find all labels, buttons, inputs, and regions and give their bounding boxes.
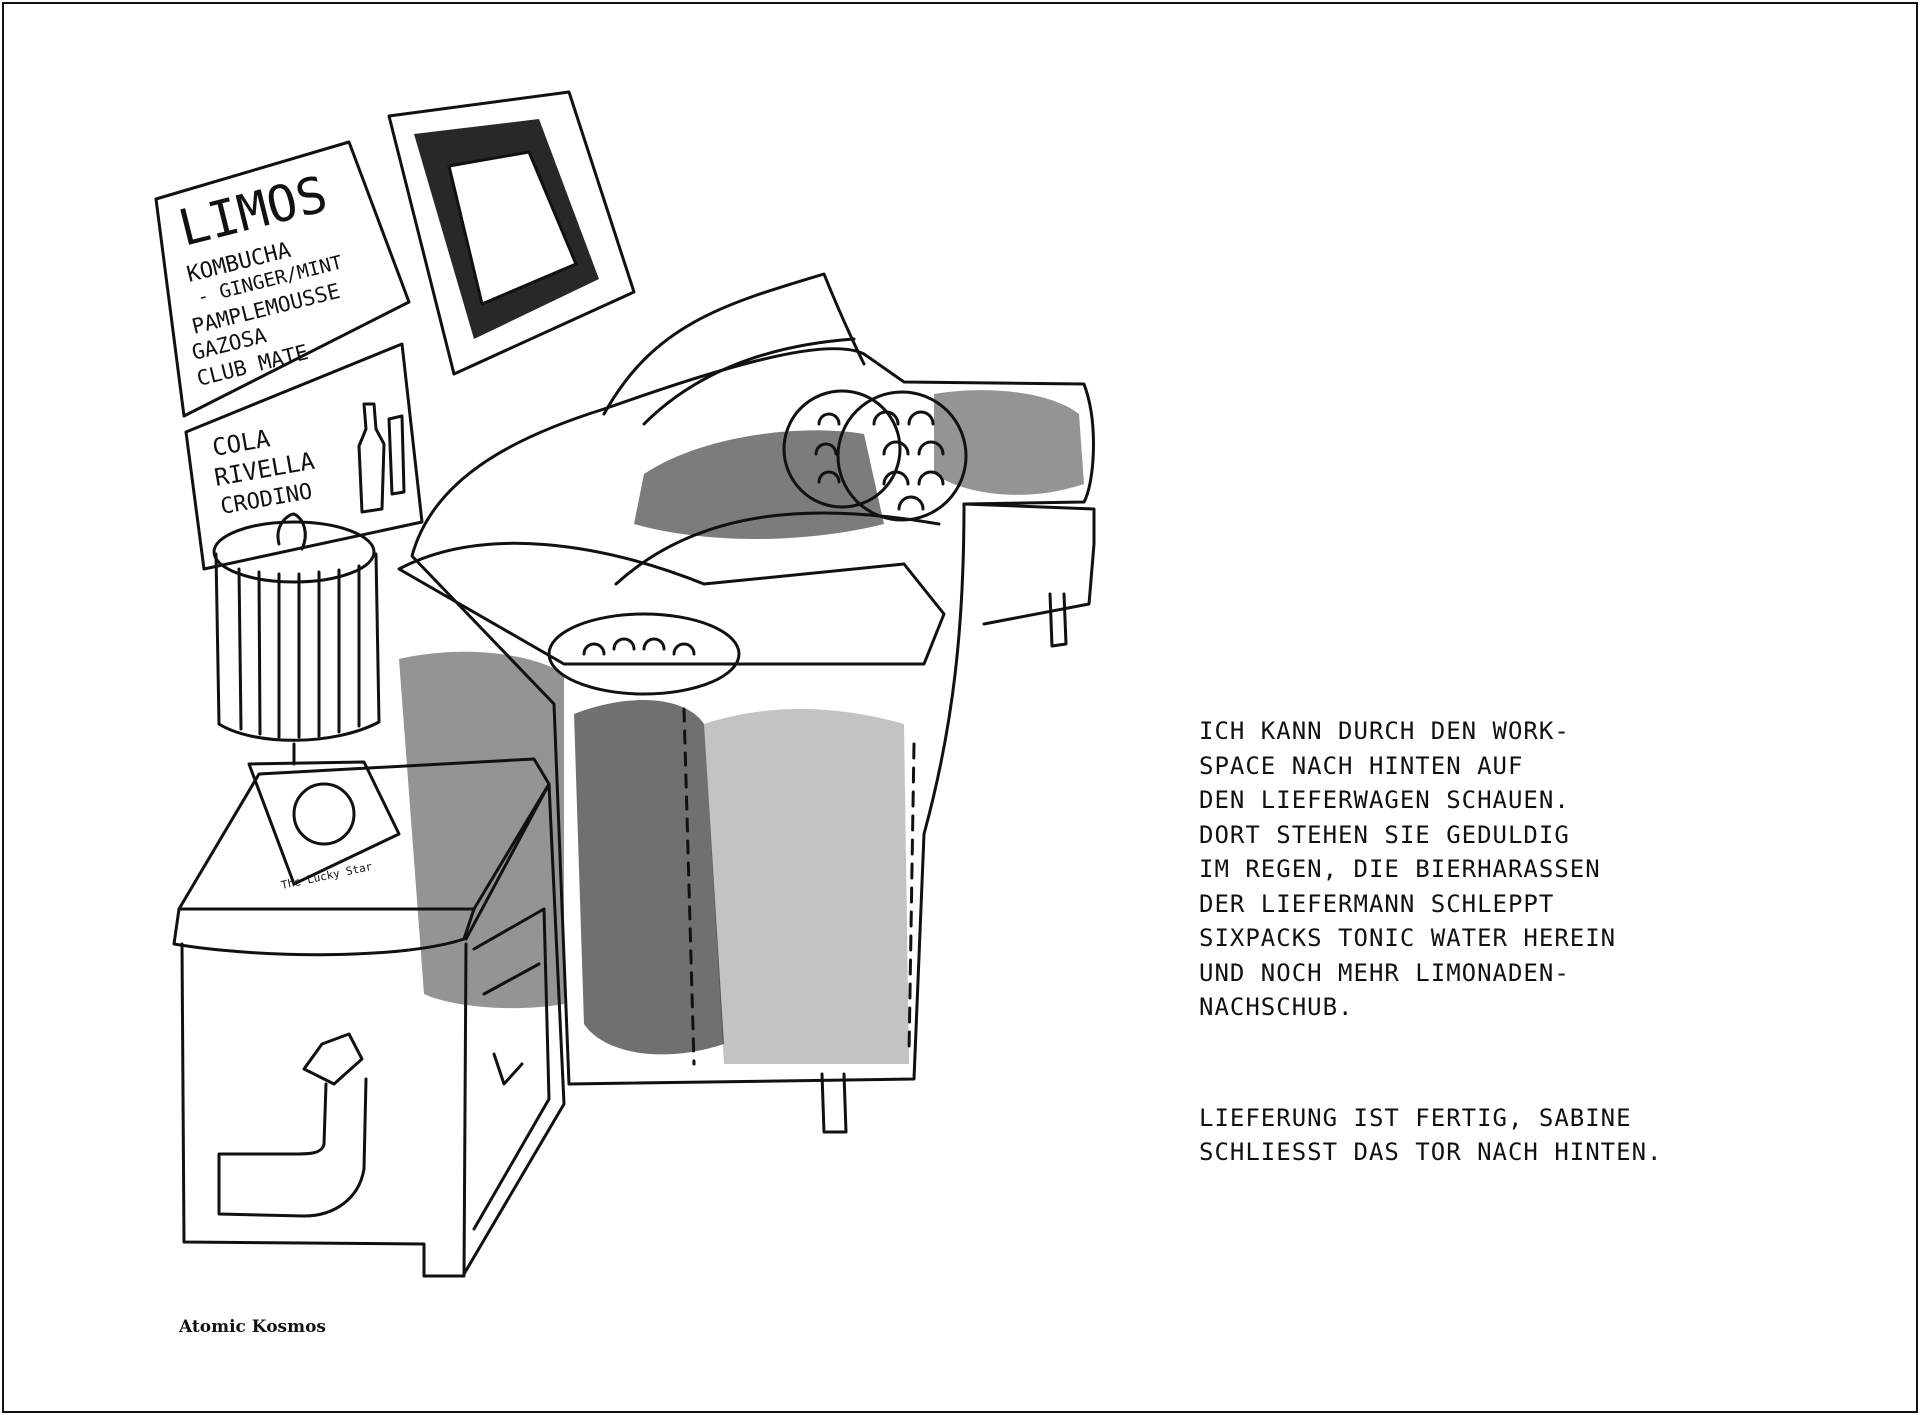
sofa: [397, 272, 1096, 1134]
story-line: NACHSCHUB.: [1199, 993, 1354, 1021]
table-lamp: [212, 512, 381, 766]
ink-drawing: LIMOS KOMBUCHA - GINGER/MINT PAMPLEMOUSS…: [154, 90, 1096, 1278]
story-paragraph-2: LIEFERUNG IST FERTIG, SABINE SCHLIESST D…: [1199, 1101, 1759, 1170]
story-line: DEN LIEFERWAGEN SCHAUEN.: [1199, 786, 1570, 814]
story-line: DER LIEFERMANN SCHLEPPT: [1199, 889, 1555, 918]
limos-poster: LIMOS KOMBUCHA - GINGER/MINT PAMPLEMOUSS…: [154, 140, 411, 418]
story-line: SCHLIESST DAS TOR NACH HINTEN.: [1199, 1138, 1663, 1166]
framed-picture: [387, 90, 636, 376]
side-table: [172, 757, 566, 1278]
story-text: ICH KANN DURCH DEN WORK- SPACE NACH HINT…: [1199, 714, 1759, 1170]
story-line: IM REGEN, DIE BIERHARASSEN: [1199, 855, 1601, 883]
book-credit: Atomic Kosmos: [179, 1317, 327, 1337]
record-label: The Lucky Star: [280, 860, 374, 892]
story-line: ICH KANN DURCH DEN WORK-: [1199, 717, 1570, 745]
story-line: SIXPACKS TONIC WATER HEREIN: [1199, 924, 1617, 952]
story-line: LIEFERUNG IST FERTIG, SABINE: [1199, 1103, 1632, 1132]
story-line: UND NOCH MEHR LIMONADEN-: [1199, 958, 1570, 987]
story-line: SPACE NACH HINTEN AUF: [1199, 751, 1524, 780]
round-cushions: [547, 389, 968, 696]
cola-poster: COLA RIVELLA CRODINO: [184, 342, 424, 571]
limos-heading: LIMOS: [173, 165, 333, 258]
story-line: DORT STEHEN SIE GEDULDIG: [1199, 820, 1570, 849]
record-sleeve: The Lucky Star: [247, 760, 401, 892]
story-paragraph-1: ICH KANN DURCH DEN WORK- SPACE NACH HINT…: [1199, 714, 1759, 1025]
